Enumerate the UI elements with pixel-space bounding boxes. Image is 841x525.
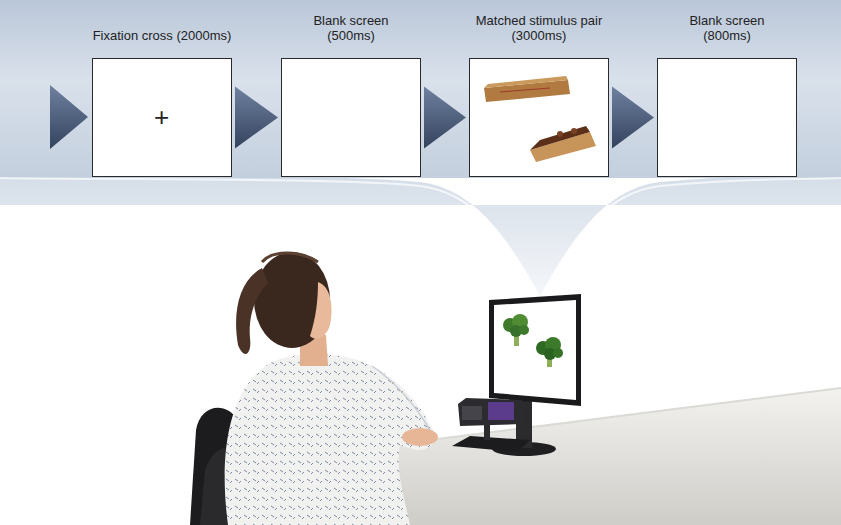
monitor bbox=[494, 300, 576, 400]
timeline-band bbox=[0, 178, 841, 298]
woman bbox=[372, 366, 430, 430]
eye-tracker bbox=[458, 398, 522, 426]
timeline-band bbox=[0, 0, 841, 178]
eye-tracker bbox=[462, 406, 482, 420]
timeline-band bbox=[0, 172, 841, 298]
pie-slice bbox=[530, 132, 596, 162]
lead-in-arrow bbox=[50, 85, 88, 149]
flow-arrow bbox=[612, 87, 654, 149]
screen-label: Blank screen (800ms) bbox=[682, 13, 772, 43]
monitor bbox=[489, 294, 581, 406]
screen-label: Fixation cross (2000ms) bbox=[92, 28, 232, 43]
pie-slice bbox=[530, 126, 590, 150]
eye-tracker bbox=[488, 402, 514, 420]
woman bbox=[402, 428, 438, 446]
broccoli-right bbox=[553, 348, 563, 358]
eye-tracker bbox=[452, 398, 530, 452]
broccoli-left bbox=[503, 314, 529, 346]
timeline-band bbox=[0, 0, 841, 298]
flow-arrow bbox=[235, 87, 278, 149]
trial-screen: Blank screen (500ms) bbox=[281, 58, 421, 177]
pie-slice bbox=[530, 126, 596, 162]
flow-arrow bbox=[424, 87, 466, 149]
wood-wedge bbox=[500, 88, 550, 92]
woman bbox=[225, 252, 438, 525]
wood-wedge bbox=[484, 76, 570, 102]
monitor bbox=[489, 294, 581, 456]
screen-label: Matched stimulus pair (3000ms) bbox=[469, 13, 609, 43]
woman bbox=[236, 268, 268, 354]
trial-screen: Blank screen (800ms) bbox=[657, 58, 797, 177]
pie-slice bbox=[571, 128, 577, 134]
pie-slice bbox=[557, 131, 563, 137]
eye-tracker bbox=[452, 436, 530, 452]
fixation-symbol: + bbox=[154, 103, 169, 131]
broccoli-right bbox=[536, 337, 563, 367]
wood-wedge bbox=[484, 80, 570, 102]
wood-wedge bbox=[484, 76, 568, 88]
trial-screen: Matched stimulus pair (3000ms) bbox=[469, 58, 609, 177]
broccoli-left bbox=[519, 325, 529, 335]
trial-screen: Fixation cross (2000ms)+ bbox=[92, 58, 232, 177]
woman bbox=[262, 253, 318, 262]
woman bbox=[310, 282, 332, 339]
screen-label: Blank screen (500ms) bbox=[306, 13, 396, 43]
